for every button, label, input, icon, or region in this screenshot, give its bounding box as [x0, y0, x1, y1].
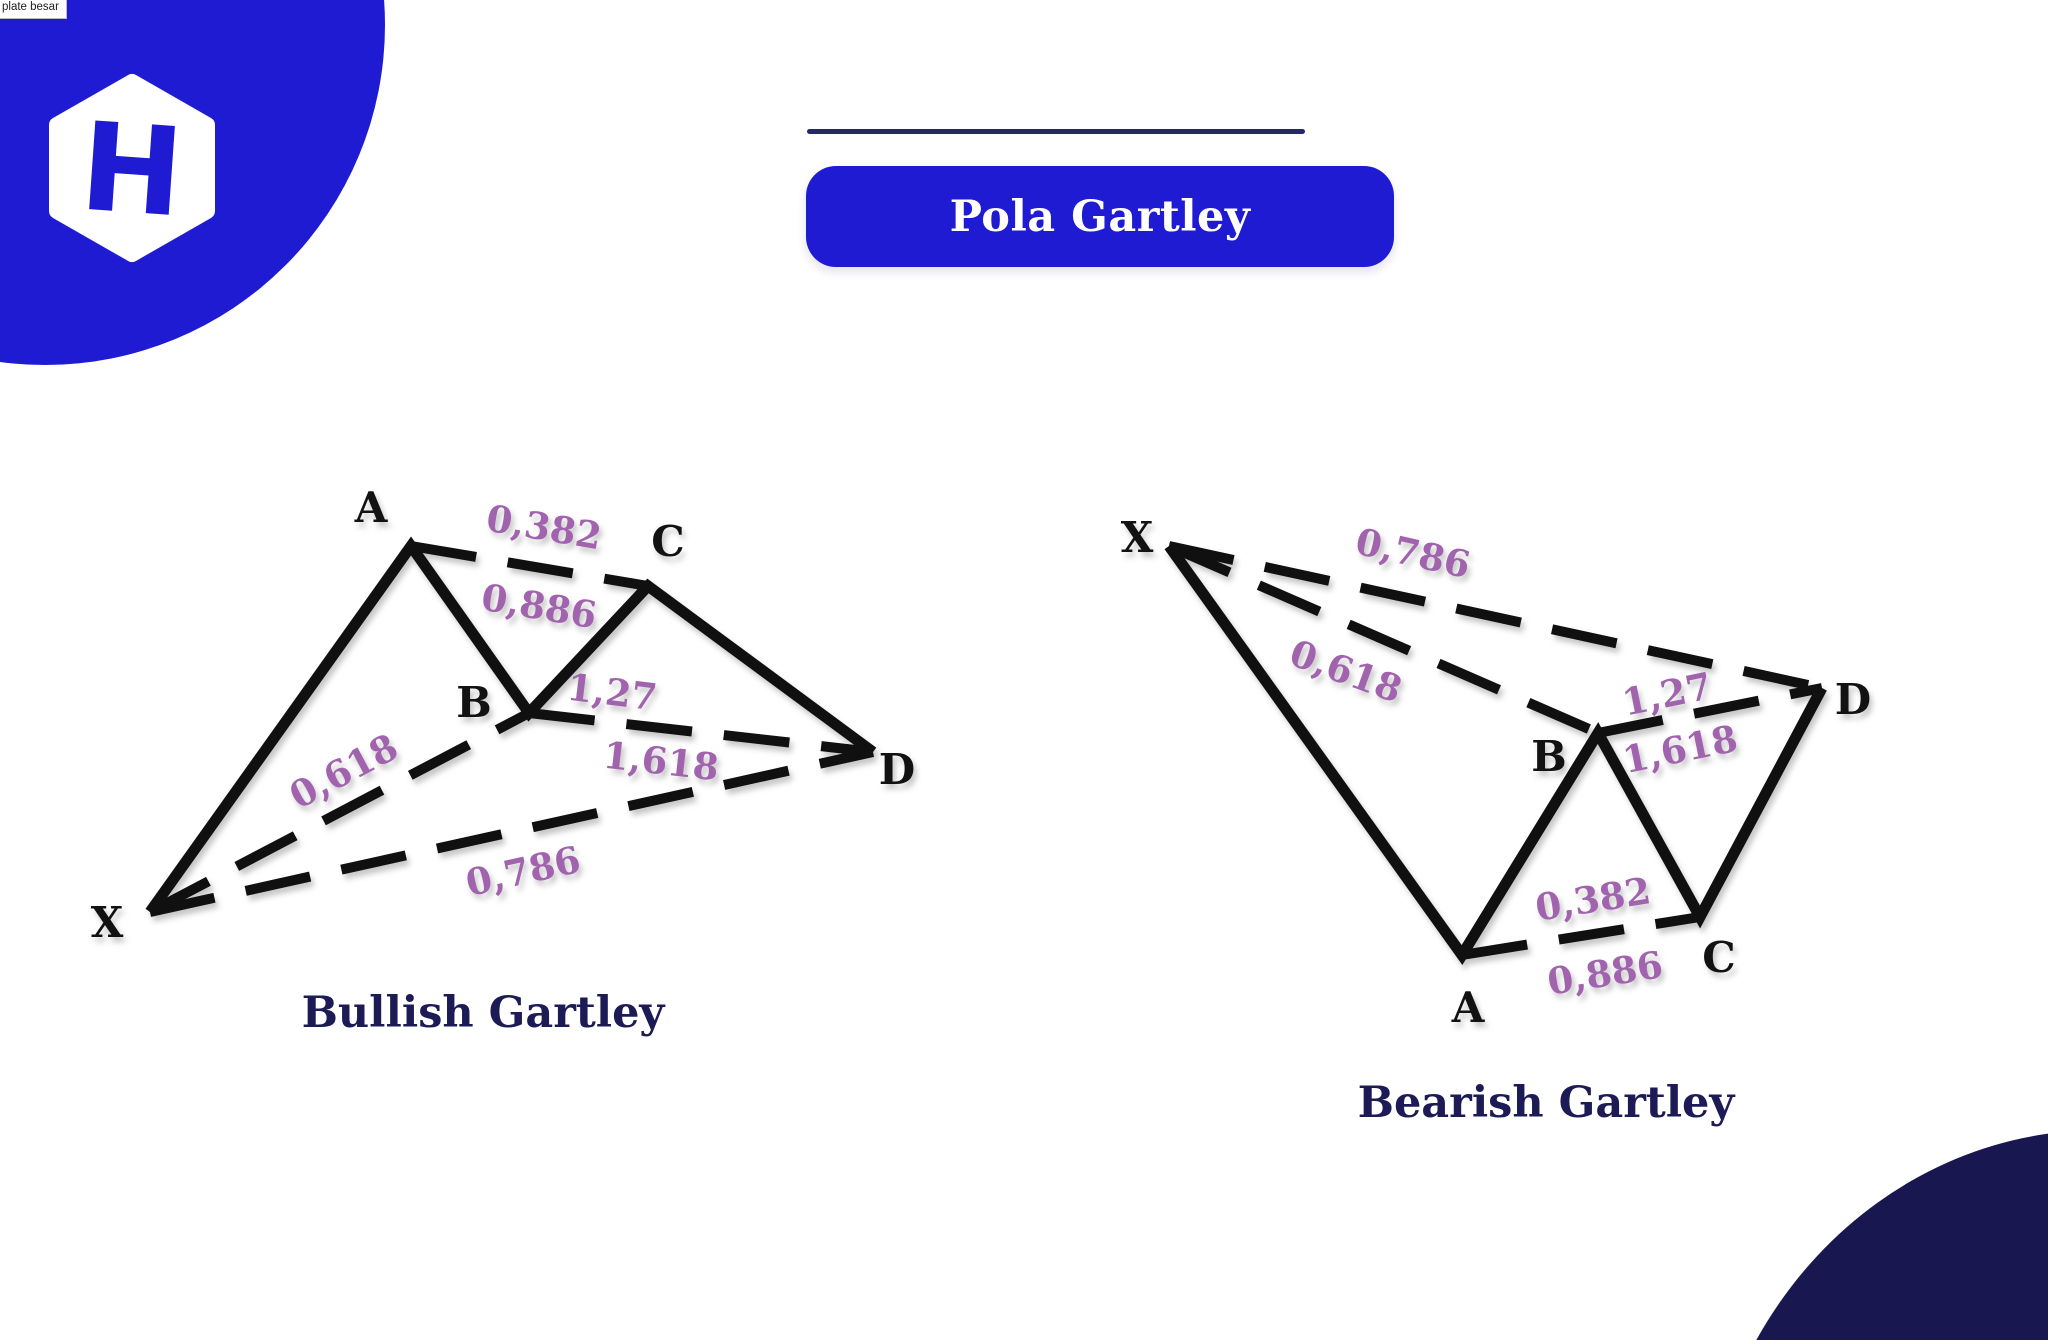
bearish-point-a-label: A — [1451, 983, 1486, 1032]
title-pill[interactable]: Pola Gartley — [806, 166, 1394, 267]
bullish-xb-retracement-line — [147, 708, 532, 917]
bearish-point-x-label: X — [1121, 513, 1154, 562]
bearish-diagram-title: Bearish Gartley — [1357, 1078, 1735, 1128]
bearish-ratio-ac-upper: 0,382 — [1532, 868, 1653, 930]
brand-logo: H — [49, 74, 215, 262]
logo-letter: H — [76, 96, 188, 245]
bullish-ac-retracement-line — [410, 541, 649, 591]
bullish-ratio-bd-upper: 1,27 — [565, 665, 660, 720]
bullish-diagram-title: Bullish Gartley — [301, 988, 665, 1038]
bearish-ac-retracement-line — [1461, 912, 1701, 960]
pill-shadow-line — [807, 129, 1305, 134]
bearish-ratio-ac-lower: 0,886 — [1544, 942, 1665, 1004]
bullish-ratio-ac-lower: 0,886 — [478, 575, 600, 638]
bearish-point-b-label: B — [1531, 732, 1567, 781]
bearish-point-d-label: D — [1835, 675, 1871, 724]
bearish-bd-extension-line — [1597, 683, 1823, 738]
corner-ellipse-bottomright — [1756, 1133, 2048, 1340]
bearish-ratio-xd: 0,786 — [1352, 519, 1475, 587]
editor-tooltip: plate besar — [0, 0, 67, 19]
bullish-ratio-xb: 0,618 — [282, 724, 405, 817]
bullish-bd-extension-line — [528, 708, 874, 757]
bearish-point-c-label: C — [1702, 933, 1735, 982]
bullish-point-x-label: X — [91, 898, 124, 947]
bullish-ratio-ac-upper: 0,382 — [483, 496, 605, 559]
page-title: Pola Gartley — [949, 191, 1251, 242]
bullish-point-a-label: A — [354, 483, 389, 532]
bullish-point-d-label: D — [879, 745, 915, 794]
bullish-point-c-label: C — [651, 517, 684, 566]
bullish-point-b-label: B — [456, 678, 492, 727]
bullish-ratio-bd-lower: 1,618 — [601, 733, 721, 790]
bullish-gartley-diagram: X A B C D 0,618 0,786 0,382 0,886 1,27 1… — [91, 483, 916, 947]
bearish-gartley-diagram: X A B C D 0,618 0,786 0,382 0,886 1,27 1… — [1121, 513, 1872, 1032]
logo-hexagon-shape — [49, 74, 215, 262]
bullish-ratio-xd: 0,786 — [462, 837, 585, 905]
bearish-xb-retracement-line — [1167, 541, 1600, 738]
bullish-xd-retracement-line — [148, 747, 875, 917]
bearish-xd-retracement-line — [1167, 541, 1824, 693]
